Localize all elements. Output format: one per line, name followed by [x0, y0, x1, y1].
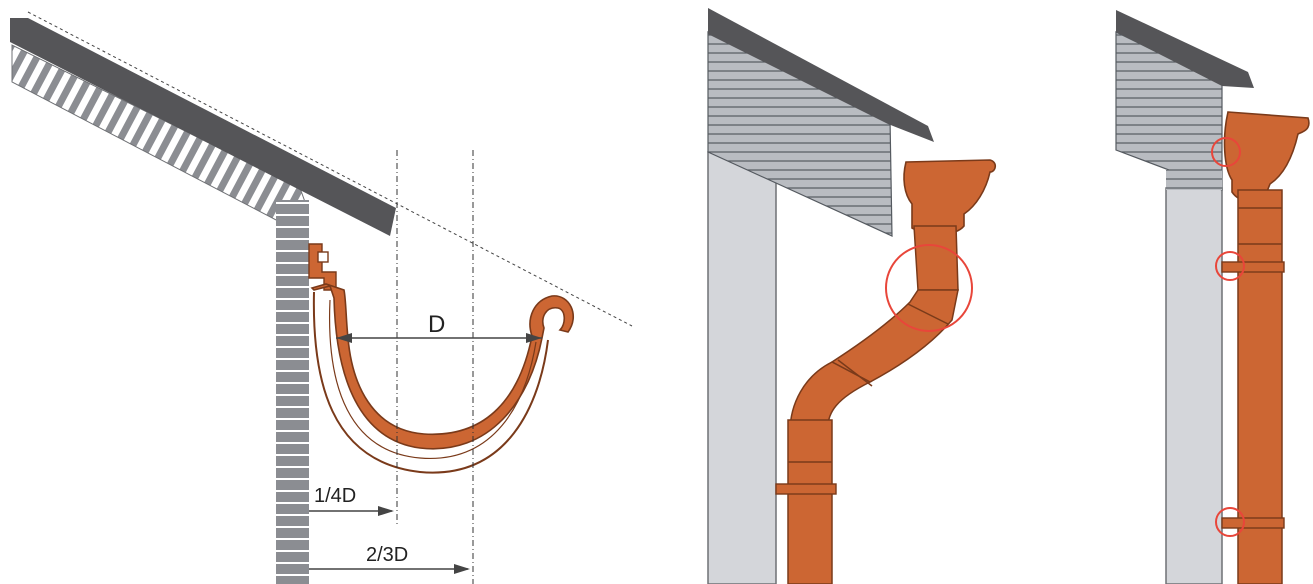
- diameter-label: D: [428, 311, 445, 338]
- pipe-joint-2: [837, 359, 873, 387]
- roof-slab: [10, 18, 396, 236]
- siding-base: [1166, 170, 1222, 190]
- roof-edge: [1116, 10, 1254, 88]
- gutter-outer-shell: [312, 291, 549, 474]
- wall-column: [1165, 187, 1223, 584]
- highlight-circle-upper: [1215, 251, 1245, 281]
- roof-edge: [708, 8, 934, 142]
- gutter-profile-panel: D 1/4D 2/3D: [10, 11, 633, 584]
- pipe-clamp-lower: [1221, 517, 1285, 529]
- offset-downpipe-panel: [707, 8, 997, 584]
- downpipe-upper: [913, 225, 959, 291]
- highlight-circle: [885, 244, 973, 332]
- highlight-circle-bracket: [1211, 137, 1241, 167]
- bracket-screw: [317, 251, 329, 263]
- gutter-cross-section: [310, 283, 574, 450]
- downpipe-lower: [787, 419, 833, 584]
- diameter-arrow-left: [336, 333, 352, 343]
- two-thirds-arrow: [454, 564, 470, 574]
- straight-downpipe-panel: [1115, 10, 1310, 584]
- pipe-joint-1: [907, 303, 949, 325]
- two-thirds-label: 2/3D: [366, 544, 408, 566]
- gutter-bracket: [308, 243, 337, 291]
- wall-column: [707, 151, 777, 584]
- downpipe-elbow: [830, 289, 959, 383]
- gutter-inner-line: [328, 299, 537, 459]
- pipe-clamp: [775, 483, 837, 495]
- highlight-circle-lower: [1215, 507, 1245, 537]
- pipe-clamp-upper: [1221, 261, 1285, 273]
- brick-wall: [276, 200, 309, 584]
- gutter-outlet: [903, 159, 997, 236]
- gutter-outlet: [1223, 111, 1310, 203]
- roof-soffit: [11, 44, 306, 223]
- diameter-arrow-right: [526, 333, 542, 343]
- quarter-label: 1/4D: [314, 485, 356, 507]
- quarter-arrow: [378, 506, 394, 516]
